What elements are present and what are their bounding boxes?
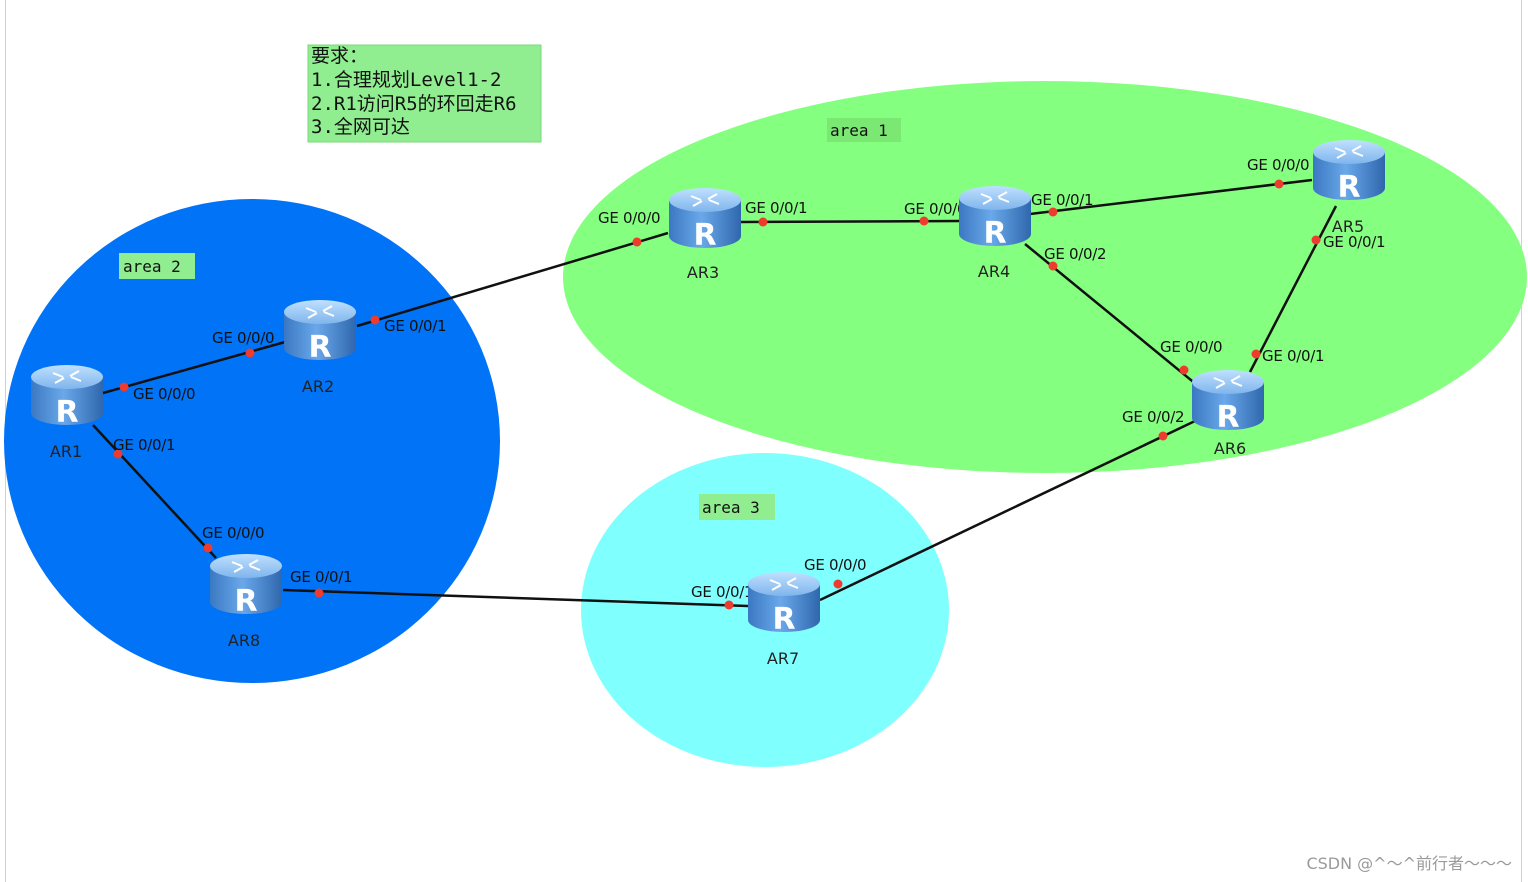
link-ar8-ar1[interactable] — [92, 424, 217, 559]
if-label-ar4-ge002: GE 0/0/2 — [1044, 245, 1106, 263]
if-label-ar8-ge001: GE 0/0/1 — [290, 568, 352, 586]
watermark: CSDN @^～^前行者～～～ — [1306, 854, 1512, 873]
router-icon-glyph: R — [308, 330, 331, 365]
if-label-ar2-ge001: GE 0/0/1 — [384, 317, 446, 335]
router-ar8[interactable]: R — [210, 554, 282, 619]
if-label-ar5-ge000: GE 0/0/0 — [1247, 156, 1309, 174]
svg-text:area 1: area 1 — [830, 121, 888, 140]
link-ar5-ar6[interactable] — [1248, 205, 1338, 373]
router-label-ar1: AR1 — [50, 442, 82, 461]
port-dot-ar3-ge001[interactable] — [758, 217, 768, 227]
area1-region — [563, 81, 1527, 473]
interface-labels: GE 0/0/0 GE 0/0/0 GE 0/0/1 GE 0/0/0 GE 0… — [113, 156, 1386, 601]
router-icon-glyph: R — [234, 584, 257, 619]
svg-text:area 3: area 3 — [702, 498, 760, 517]
link-ar4-ar5[interactable] — [1029, 178, 1313, 216]
router-ar4[interactable]: R — [959, 186, 1031, 251]
port-dot-ar2-ge000[interactable] — [245, 348, 255, 358]
port-dot-ar4-ge001[interactable] — [1048, 207, 1058, 217]
port-dot-ar6-ge001[interactable] — [1251, 349, 1261, 359]
area1-label: area 1 — [827, 118, 901, 142]
router-label-ar4: AR4 — [978, 262, 1010, 281]
note-item-1: 1.合理规划Level1-2 — [311, 69, 501, 91]
area2-label: area 2 — [119, 253, 195, 279]
requirements-note: 要求： 1.合理规划Level1-2 2.R1访问R5的环回走R6 3.全网可达 — [307, 44, 542, 143]
note-title: 要求： — [311, 45, 368, 67]
router-icon-glyph: R — [1216, 400, 1239, 435]
link-ar1-ar2[interactable] — [102, 340, 286, 395]
port-dot-ar8-ge001[interactable] — [314, 588, 324, 598]
router-ar6[interactable]: R — [1192, 370, 1264, 435]
port-dots — [113, 179, 1321, 610]
area3-label: area 3 — [699, 494, 775, 520]
router-ar2[interactable]: R — [284, 300, 356, 365]
router-label-ar8: AR8 — [228, 631, 260, 650]
router-label-ar7: AR7 — [767, 649, 799, 668]
if-label-ar1-ge000: GE 0/0/0 — [133, 385, 195, 403]
router-ar1[interactable]: R — [31, 365, 103, 430]
if-label-ar1-ge001: GE 0/0/1 — [113, 436, 175, 454]
if-label-ar6-ge000: GE 0/0/0 — [1160, 338, 1222, 356]
svg-text:area 2: area 2 — [123, 257, 181, 276]
note-item-2: 2.R1访问R5的环回走R6 — [311, 93, 517, 115]
router-label-ar5: AR5 — [1332, 217, 1364, 236]
if-label-ar3-ge001: GE 0/0/1 — [745, 199, 807, 217]
port-dot-ar1-ge001[interactable] — [113, 449, 123, 459]
port-dot-ar6-ge000[interactable] — [1179, 365, 1189, 375]
port-dot-ar7-ge001[interactable] — [724, 600, 734, 610]
if-label-ar2-ge000: GE 0/0/0 — [212, 329, 274, 347]
link-ar7-ar8[interactable] — [282, 588, 749, 608]
router-icon-glyph: R — [772, 602, 795, 637]
if-label-ar7-ge001: GE 0/0/1 — [691, 583, 753, 601]
port-dot-ar2-ge001[interactable] — [370, 315, 380, 325]
note-background — [307, 44, 542, 143]
port-dot-ar1-ge000[interactable] — [119, 382, 129, 392]
if-label-ar6-ge002: GE 0/0/2 — [1122, 408, 1184, 426]
if-label-ar8-ge000: GE 0/0/0 — [202, 524, 264, 542]
router-icon-glyph: R — [55, 395, 78, 430]
link-ar6-ar7[interactable] — [819, 419, 1196, 602]
router-ar3[interactable]: R — [669, 188, 741, 253]
router-label-ar3: AR3 — [687, 263, 719, 282]
if-label-ar4-ge000: GE 0/0/0 — [904, 200, 966, 218]
router-ar7[interactable]: R — [748, 572, 820, 637]
router-labels: AR1 AR2 AR3 AR4 AR5 AR6 AR7 AR8 — [50, 217, 1364, 668]
router-icon-glyph: R — [693, 218, 716, 253]
port-dot-ar7-ge000[interactable] — [833, 579, 843, 589]
port-dot-ar4-ge002[interactable] — [1048, 261, 1058, 271]
router-icon-glyph: R — [1337, 170, 1360, 205]
note-item-3: 3.全网可达 — [311, 116, 410, 138]
if-label-ar6-ge001: GE 0/0/1 — [1262, 347, 1324, 365]
router-label-ar6: AR6 — [1214, 439, 1246, 458]
port-dot-ar4-ge000[interactable] — [919, 216, 929, 226]
if-label-ar7-ge000: GE 0/0/0 — [804, 556, 866, 574]
port-dot-ar5-ge001[interactable] — [1311, 235, 1321, 245]
router-label-ar2: AR2 — [302, 377, 334, 396]
router-icon-glyph: R — [983, 216, 1006, 251]
port-dot-ar6-ge002[interactable] — [1158, 431, 1168, 441]
port-dot-ar8-ge000[interactable] — [203, 543, 213, 553]
if-label-ar4-ge001: GE 0/0/1 — [1031, 191, 1093, 209]
link-ar2-ar3[interactable] — [356, 231, 669, 328]
port-dot-ar5-ge000[interactable] — [1274, 179, 1284, 189]
if-label-ar5-ge001: GE 0/0/1 — [1323, 233, 1385, 251]
port-dot-ar3-ge000[interactable] — [632, 237, 642, 247]
router-ar5[interactable]: R — [1313, 140, 1385, 205]
if-label-ar3-ge000: GE 0/0/0 — [598, 209, 660, 227]
